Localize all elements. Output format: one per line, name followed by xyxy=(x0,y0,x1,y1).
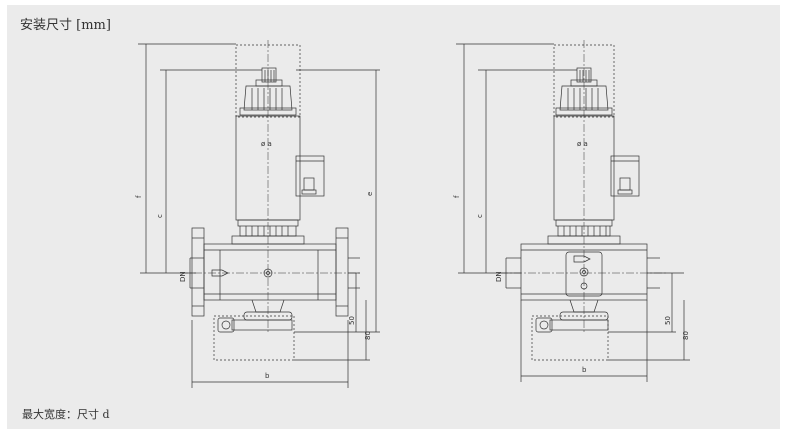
cable-gland xyxy=(303,177,315,191)
connector-housing xyxy=(243,85,293,111)
footnote-max-width: 最大宽度：尺寸 d xyxy=(22,408,110,421)
label-dn-left: DN xyxy=(179,271,187,282)
label-c-left: c xyxy=(156,214,164,218)
junction-box xyxy=(295,155,325,197)
label-a-right: ø a xyxy=(577,140,588,148)
label-50-right: 50 xyxy=(664,316,672,325)
label-c-right: c xyxy=(476,214,484,218)
label-b-left: b xyxy=(265,372,270,380)
page-title: 安装尺寸 [mm] xyxy=(20,18,111,33)
valve-flanged-drawing xyxy=(138,40,380,388)
junction-box-right xyxy=(610,155,640,197)
outlet-flange xyxy=(335,227,349,317)
inlet-flange xyxy=(191,227,205,317)
adjust-knob-right xyxy=(535,317,553,333)
valve-threaded-drawing xyxy=(456,40,690,382)
flow-arrow-icon xyxy=(211,269,229,277)
flow-arrow-icon-right xyxy=(573,255,591,263)
valve-body xyxy=(203,243,337,301)
label-a-left: ø a xyxy=(261,140,272,148)
label-e-left: e xyxy=(366,192,374,196)
label-dn-right: DN xyxy=(495,271,503,282)
label-80-left: 80 xyxy=(364,331,372,340)
drawing-frame xyxy=(7,5,780,429)
label-80-right: 80 xyxy=(682,331,690,340)
label-f-right: f xyxy=(453,195,461,198)
connector-cap xyxy=(261,67,277,83)
label-b-right: b xyxy=(582,366,587,374)
label-f-left: f xyxy=(135,195,143,198)
label-50-left: 50 xyxy=(348,316,356,325)
bottom-clearance-envelope xyxy=(213,315,295,361)
adjust-knob xyxy=(217,317,235,333)
